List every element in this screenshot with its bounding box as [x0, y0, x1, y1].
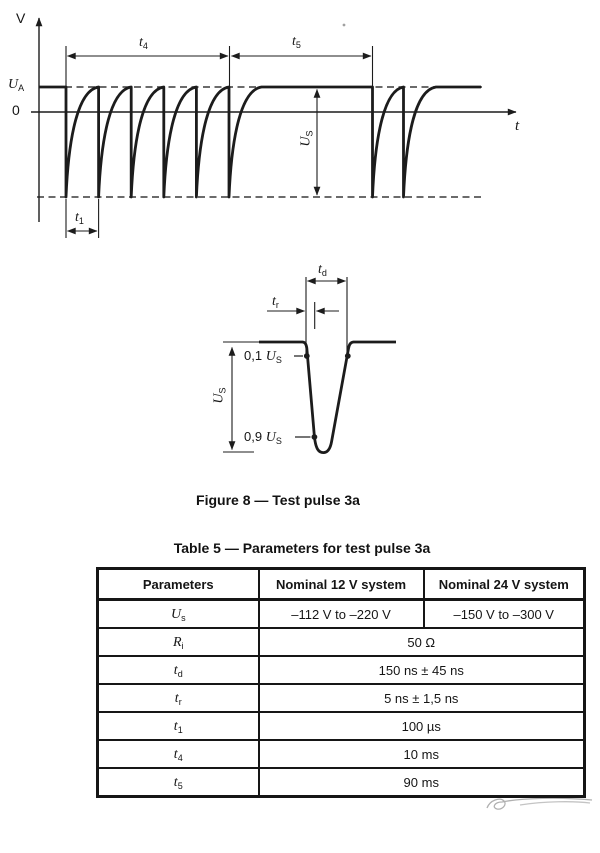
param-symbol-us: Us: [96, 598, 260, 629]
tr-label: tr: [272, 294, 279, 310]
param-symbol-ri: Ri: [96, 627, 260, 657]
pulse-train-figure: [31, 17, 517, 238]
t1-label-base: t: [75, 210, 79, 225]
figure-caption: Figure 8 — Test pulse 3a: [196, 492, 360, 508]
p09-base: U: [265, 430, 276, 445]
t4-label-base: t: [139, 35, 143, 50]
scan-speck: [342, 23, 346, 27]
tr-value: 5 ns ± 1,5 ns: [257, 683, 586, 713]
p01-rise-point-dot: [344, 353, 351, 359]
table-row-t1: t1 100 µs: [96, 711, 586, 741]
ri-sym-base: R: [172, 634, 182, 650]
table-row-tr: tr 5 ns ± 1,5 ns: [96, 683, 586, 713]
us-label-sub: S: [304, 130, 315, 137]
tr-sym-base: t: [174, 690, 179, 706]
t1-sym-sub: 1: [177, 724, 183, 735]
t1-sym-base: t: [173, 718, 178, 734]
pulse-train-waveform: [39, 85, 481, 199]
param-symbol-t1: t1: [96, 711, 260, 741]
td-label: td: [318, 262, 327, 278]
us-value-24v: –150 V to –300 V: [422, 598, 586, 629]
t4-value: 10 ms: [257, 739, 586, 769]
header-parameters: Parameters: [96, 567, 260, 601]
header-12v-system: Nominal 12 V system: [257, 567, 425, 601]
t5-label-base: t: [292, 34, 296, 49]
tr-sym-sub: r: [178, 696, 182, 707]
t4-label: t4: [139, 35, 148, 51]
us-sym-sub: s: [181, 612, 186, 623]
us-label-rotated: US: [298, 125, 315, 153]
p09-level-label: 0,9 US: [244, 429, 282, 446]
table-header-row: Parameters Nominal 12 V system Nominal 2…: [96, 567, 586, 601]
t-axis-label: t: [515, 119, 519, 134]
us-detail-label-rotated: US: [211, 382, 228, 410]
tr-label-sub: r: [275, 300, 279, 310]
t1-value: 100 µs: [257, 711, 586, 741]
p09-prefix: 0,9: [244, 429, 266, 444]
t4-label-sub: 4: [142, 41, 148, 51]
t4-sym-sub: 4: [177, 752, 183, 763]
us-detail-label-sub: S: [217, 387, 228, 394]
parameters-table: Parameters Nominal 12 V system Nominal 2…: [96, 567, 586, 798]
v-axis-label-text: V: [16, 10, 26, 26]
ri-value: 50 Ω: [257, 627, 586, 657]
td-label-base: t: [318, 262, 322, 277]
t5-value: 90 ms: [257, 767, 586, 798]
t5-sym-sub: 5: [177, 780, 183, 791]
us-detail-label-base: U: [211, 393, 227, 404]
table-row-t4: t4 10 ms: [96, 739, 586, 769]
td-label-sub: d: [321, 268, 327, 278]
table-row-td: td 150 ns ± 45 ns: [96, 655, 586, 685]
table-row-us: Us –112 V to –220 V –150 V to –300 V: [96, 598, 586, 629]
tr-label-base: t: [272, 294, 276, 309]
t4-sym-base: t: [173, 746, 178, 762]
p09-fall-point-dot: [311, 434, 318, 440]
ua-label: UA: [8, 77, 25, 93]
p09-sub: S: [275, 436, 282, 446]
param-symbol-tr: tr: [96, 683, 260, 713]
t1-label-sub: 1: [78, 216, 84, 226]
pulse-detail-figure: [223, 277, 396, 454]
p01-base: U: [265, 349, 276, 364]
v-axis-label: V: [16, 11, 25, 25]
ua-label-base: U: [8, 77, 19, 92]
us-label-base: U: [298, 136, 314, 147]
table-caption: Table 5 — Parameters for test pulse 3a: [173, 540, 431, 556]
us-value-12v: –112 V to –220 V: [257, 598, 425, 629]
td-sym-base: t: [173, 662, 178, 678]
t5-label-sub: 5: [295, 40, 301, 50]
zero-label: 0: [12, 103, 20, 117]
p01-fall-point-dot: [303, 353, 310, 359]
us-sym-base: U: [170, 606, 182, 622]
table-row-t5: t5 90 ms: [96, 767, 586, 798]
zero-label-text: 0: [12, 102, 20, 118]
p01-sub: S: [275, 355, 282, 365]
param-symbol-td: td: [96, 655, 260, 685]
ri-sym-sub: i: [181, 640, 184, 651]
t1-label: t1: [75, 210, 84, 226]
ua-label-sub: A: [18, 83, 25, 93]
param-symbol-t4: t4: [96, 739, 260, 769]
td-sym-sub: d: [177, 668, 183, 679]
table-row-ri: Ri 50 Ω: [96, 627, 586, 657]
t-axis-label-text: t: [515, 118, 520, 134]
p01-prefix: 0,1: [244, 348, 266, 363]
param-symbol-t5: t5: [96, 767, 260, 798]
t5-label: t5: [292, 34, 301, 50]
td-value: 150 ns ± 45 ns: [257, 655, 586, 685]
p01-level-label: 0,1 US: [244, 348, 282, 365]
header-24v-system: Nominal 24 V system: [422, 567, 586, 601]
t5-sym-base: t: [173, 774, 178, 790]
handwritten-mark: [486, 797, 593, 810]
